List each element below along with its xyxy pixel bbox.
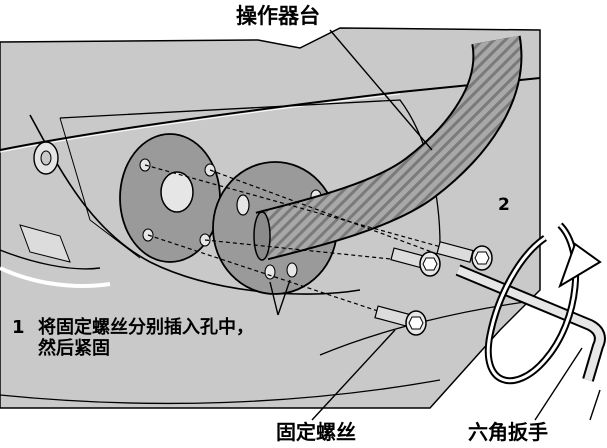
step-1-number: 1 <box>12 317 25 338</box>
hex-wrench-label: 六角扳手 <box>468 420 548 444</box>
step-1-instruction: 1 将固定螺丝分别插入孔中， 然后紧固 <box>12 317 254 359</box>
step-1-line-1: 将固定螺丝分别插入孔中， <box>38 317 254 338</box>
leader-lines <box>269 29 601 421</box>
hex-wrench <box>455 264 606 382</box>
screw-1 <box>436 241 493 271</box>
screw-2 <box>390 247 441 277</box>
screw-3 <box>374 305 427 336</box>
alignment-lines <box>144 164 471 316</box>
step-2-number: 2 <box>498 195 510 215</box>
rotation-arrow-icon <box>484 222 602 385</box>
console-label: 操作器台 <box>236 4 320 28</box>
console-hose <box>253 35 523 261</box>
fixing-screws <box>374 241 493 336</box>
step-1-line-2: 然后紧固 <box>38 337 110 359</box>
fixing-screw-label: 固定螺丝 <box>276 420 356 444</box>
